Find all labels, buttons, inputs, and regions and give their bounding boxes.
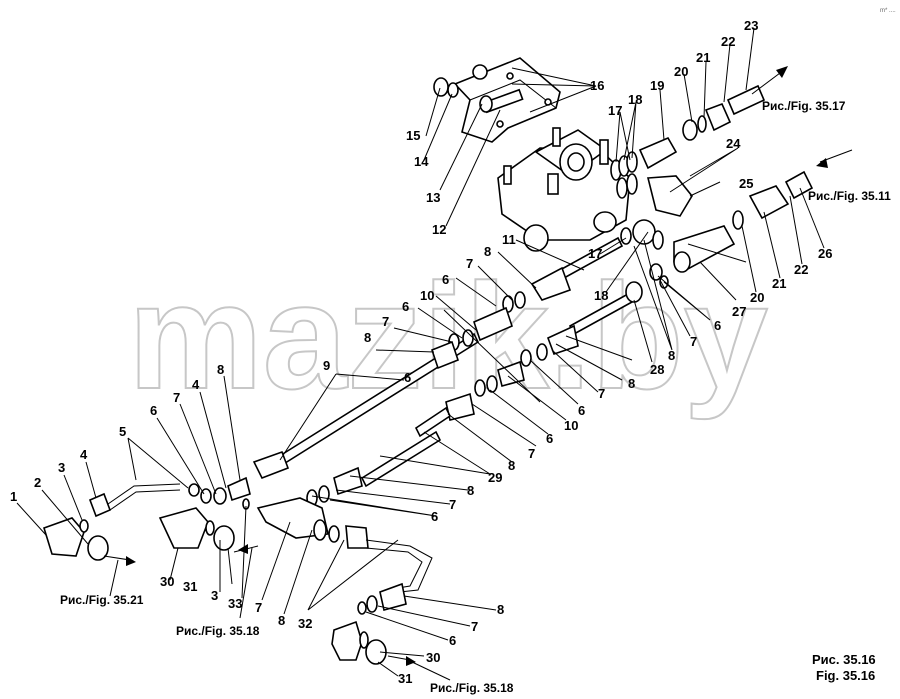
callout-26: 26	[818, 246, 832, 261]
callout-28: 28	[650, 362, 664, 377]
ref-fig-35-18-b: Рис./Fig. 35.18	[430, 681, 514, 695]
ref-fig-35-17: Рис./Fig. 35.17	[762, 99, 846, 113]
callout-10b: 10	[564, 418, 578, 433]
callout-6c: 6	[449, 633, 456, 648]
callout-8b: 8	[278, 613, 285, 628]
fitting-30-31-mid	[158, 507, 235, 551]
callout-3: 3	[58, 460, 65, 475]
callout-9: 9	[323, 358, 330, 373]
callout-22: 22	[721, 34, 735, 49]
callout-6b: 6	[431, 509, 438, 524]
callout-7: 7	[173, 390, 180, 405]
bolt-13-12	[479, 88, 524, 114]
callout-11: 11	[502, 232, 516, 247]
callout-30b: 30	[426, 650, 440, 665]
callout-6: 6	[150, 403, 157, 418]
callout-8e: 8	[364, 330, 371, 345]
callout-7h: 7	[528, 446, 535, 461]
callout-8g: 8	[508, 458, 515, 473]
tube-28	[414, 281, 643, 438]
callout-17b: 17	[588, 246, 602, 261]
callout-13: 13	[426, 190, 440, 205]
callout-1: 1	[10, 489, 17, 504]
callout-21: 21	[696, 50, 710, 65]
callout-6g: 6	[578, 403, 585, 418]
callout-8h: 8	[628, 376, 635, 391]
callout-6e: 6	[402, 299, 409, 314]
leader-lines	[16, 27, 825, 677]
callout-33: 33	[228, 596, 242, 611]
callout-25: 25	[739, 176, 753, 191]
callout-10: 10	[420, 288, 434, 303]
callout-8c: 8	[467, 483, 474, 498]
callout-8f: 8	[484, 244, 491, 259]
valve-body	[497, 127, 631, 252]
callout-6f: 6	[442, 272, 449, 287]
callout-21b: 21	[772, 276, 786, 291]
fittings-upper-right	[610, 84, 766, 250]
tube-9	[252, 306, 513, 480]
callout-8i: 8	[668, 348, 675, 363]
callout-3b: 3	[211, 588, 218, 603]
callout-24: 24	[726, 136, 741, 151]
callout-6h: 6	[546, 431, 553, 446]
callout-7d: 7	[471, 619, 478, 634]
caption-ru: Рис. 35.16	[812, 652, 876, 667]
figure-references: Рис./Fig. 35.17 Рис./Fig. 35.11 Рис./Fig…	[60, 99, 891, 695]
callout-23: 23	[744, 18, 758, 33]
callout-17: 17	[608, 103, 622, 118]
callout-7b: 7	[255, 600, 262, 615]
caption-en: Fig. 35.16	[816, 668, 875, 683]
callout-15: 15	[406, 128, 420, 143]
callout-4: 4	[80, 447, 88, 462]
fitting-30-31-bottom	[331, 620, 387, 665]
callout-20b: 20	[750, 290, 764, 305]
ref-fig-35-11: Рис./Fig. 35.11	[808, 189, 891, 203]
callout-29: 29	[488, 470, 502, 485]
tube-11	[502, 236, 624, 313]
callout-8d: 8	[497, 602, 504, 617]
flow-arrows	[103, 66, 853, 681]
callout-5: 5	[119, 424, 126, 439]
ref-fig-35-21: Рис./Fig. 35.21	[60, 593, 144, 607]
callout-8: 8	[217, 362, 224, 377]
lower-bend-pipe	[256, 497, 433, 615]
ref-fig-35-18-a: Рис./Fig. 35.18	[176, 624, 260, 638]
nut-15-14	[433, 77, 459, 98]
callout-19: 19	[650, 78, 664, 93]
callout-2: 2	[34, 475, 41, 490]
callout-31: 31	[183, 579, 197, 594]
callout-7c: 7	[449, 497, 456, 512]
callout-6i: 6	[714, 318, 721, 333]
callout-18: 18	[628, 92, 642, 107]
callout-32: 32	[298, 616, 312, 631]
callout-31b: 31	[398, 671, 412, 686]
corner-mark: m* ....	[880, 8, 896, 14]
callout-7f: 7	[466, 256, 473, 271]
callout-numbers: 1 2 3 4 5 6 7 4 8 3 33 30 31 7 8 32 6 7 …	[10, 18, 832, 686]
callout-18b: 18	[594, 288, 608, 303]
callout-20: 20	[674, 64, 688, 79]
callout-7g: 7	[598, 386, 605, 401]
callout-22b: 22	[794, 262, 808, 277]
callout-12: 12	[432, 222, 446, 237]
callout-4b: 4	[192, 377, 200, 392]
callout-7i: 7	[690, 334, 697, 349]
figure-caption: Рис. 35.16 Fig. 35.16	[812, 652, 876, 683]
callout-30: 30	[160, 574, 174, 589]
callout-6d: 6	[404, 370, 411, 385]
callout-7e: 7	[382, 314, 389, 329]
callout-16: 16	[590, 78, 604, 93]
fittings-right	[649, 170, 814, 289]
tube-29	[306, 430, 442, 507]
callout-27: 27	[732, 304, 746, 319]
callout-14: 14	[414, 154, 429, 169]
